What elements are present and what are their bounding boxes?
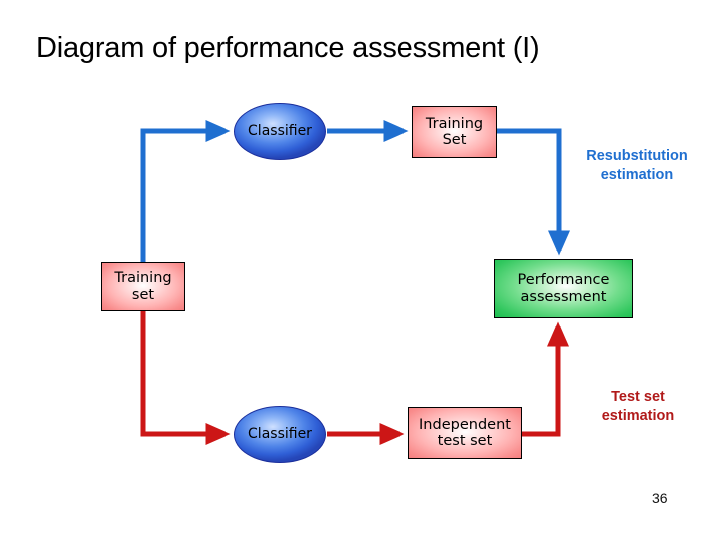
annotation-resubstitution-estimation: Resubstitution estimation (557, 147, 717, 184)
page-title: Diagram of performance assessment (I) (36, 32, 540, 64)
node-classifier-bottom[interactable]: Classifier (234, 406, 326, 463)
node-classifier-bottom-label: Classifier (248, 425, 312, 442)
annotation-test-set-estimation: Test set estimation (570, 388, 706, 425)
edge-independent-to-performance (522, 321, 569, 437)
node-classifier-top[interactable]: Classifier (234, 103, 326, 160)
annotation-testset-line2: estimation (601, 407, 675, 424)
node-independent-test-set-label-line1: Independent (419, 416, 511, 433)
page-number: 36 (652, 490, 668, 506)
node-training-set-label-line1: Training (425, 115, 484, 132)
node-classifier-top-label: Classifier (248, 122, 312, 139)
annotation-resubstitution-line2: estimation (600, 166, 674, 183)
node-training-set[interactable]: Training Set (412, 106, 497, 158)
node-performance-assessment[interactable]: Performance assessment (494, 259, 633, 318)
node-training-set-left-label-line1: Training (114, 270, 172, 287)
node-independent-test-set-label: Independent test set (419, 417, 511, 449)
node-performance-assessment-label-line1: Performance (517, 272, 610, 289)
node-training-set-left-label-line2: set (131, 286, 155, 303)
node-performance-assessment-label: Performance assessment (518, 272, 610, 304)
edge-trainingset-to-performance (497, 128, 570, 256)
node-training-set-label: Training Set (426, 116, 483, 148)
edge-trainingsetleft-to-classifierbot (140, 311, 231, 445)
node-independent-test-set-label-line2: test set (437, 433, 493, 449)
node-independent-test-set[interactable]: Independent test set (408, 407, 522, 459)
annotation-resubstitution-line1: Resubstitution (586, 148, 688, 164)
node-performance-assessment-label-line2: assessment (520, 288, 607, 305)
node-training-set-left-label: Training set (114, 270, 171, 302)
annotation-testset-line1: Test set (611, 389, 665, 405)
edge-trainingsetleft-to-classifiertop (140, 120, 231, 262)
node-training-set-label-line2: Set (442, 132, 467, 148)
node-training-set-left[interactable]: Training set (101, 262, 185, 311)
